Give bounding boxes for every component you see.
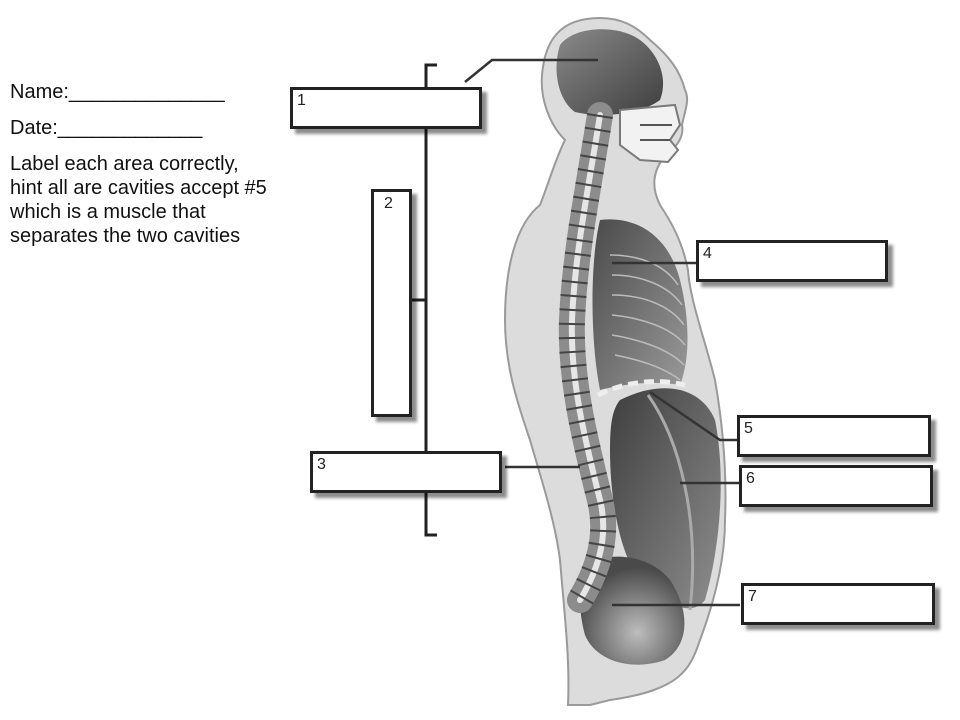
label-box-4[interactable]: 4 — [696, 240, 888, 282]
facial-bones — [619, 103, 682, 164]
abdominal-line — [646, 394, 695, 611]
label-number-5: 5 — [744, 420, 753, 437]
label-number-1: 1 — [297, 92, 306, 109]
diaphragm — [596, 379, 686, 398]
cranial-cavity — [556, 29, 664, 115]
label-box-1[interactable]: 1 — [290, 87, 482, 129]
name-line: Name:______________ — [10, 81, 225, 103]
label-box-7[interactable]: 7 — [741, 583, 935, 625]
label-number-6: 6 — [746, 470, 755, 487]
worksheet-text: Name:______________ Date:_____________ L… — [10, 80, 275, 248]
label-number-2: 2 — [384, 195, 393, 212]
label-box-2[interactable]: 2 — [371, 189, 412, 417]
label-number-3: 3 — [317, 456, 326, 473]
leader-line-1 — [464, 58, 598, 83]
rib-lines — [609, 254, 686, 381]
date-line: Date:_____________ — [10, 117, 203, 139]
instructions: Label each area correctly, hint all are … — [10, 153, 267, 247]
pelvic-cavity — [579, 556, 685, 665]
leader-line-5 — [649, 390, 738, 442]
teeth — [640, 124, 672, 141]
label-number-4: 4 — [703, 245, 712, 262]
label-box-3[interactable]: 3 — [310, 451, 502, 493]
dorsal-bracket — [412, 63, 437, 537]
label-box-5[interactable]: 5 — [737, 415, 931, 457]
label-box-6[interactable]: 6 — [739, 465, 933, 507]
leader-lines — [464, 58, 740, 607]
vertebrae-segments — [558, 113, 617, 607]
label-number-7: 7 — [748, 588, 757, 605]
